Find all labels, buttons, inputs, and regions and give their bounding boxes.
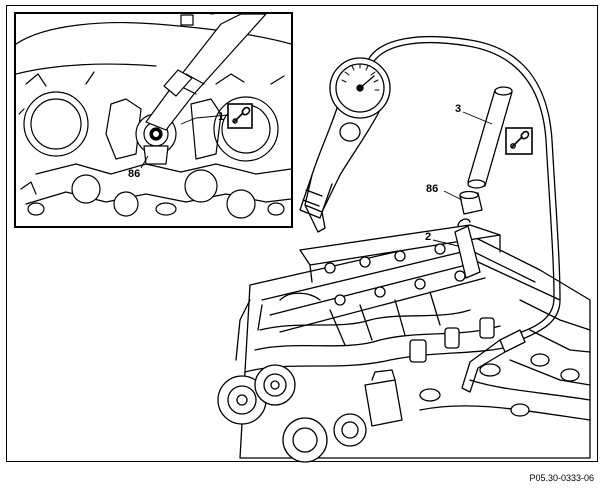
callout-2: 2	[425, 231, 432, 243]
compression-adapter	[454, 218, 481, 279]
engine-block	[217, 224, 591, 463]
compression-gauge-icon	[299, 57, 391, 233]
callout-leaders	[432, 111, 493, 247]
extension-tube	[467, 86, 513, 189]
inset-callout-1: 1	[218, 111, 225, 123]
adapter-86	[459, 190, 483, 215]
inset-wrench-symbol-icon	[227, 103, 253, 129]
inset-illustration	[16, 14, 291, 219]
gauge-hose	[367, 35, 561, 393]
callout-3: 3	[455, 103, 462, 115]
callout-86: 86	[426, 183, 439, 195]
wrench-symbol-icon	[505, 127, 533, 155]
inset-callout-86: 86	[128, 168, 141, 180]
figure-id: P05.30-0333-06	[529, 473, 594, 483]
inset-frame: 1 86	[14, 12, 293, 228]
